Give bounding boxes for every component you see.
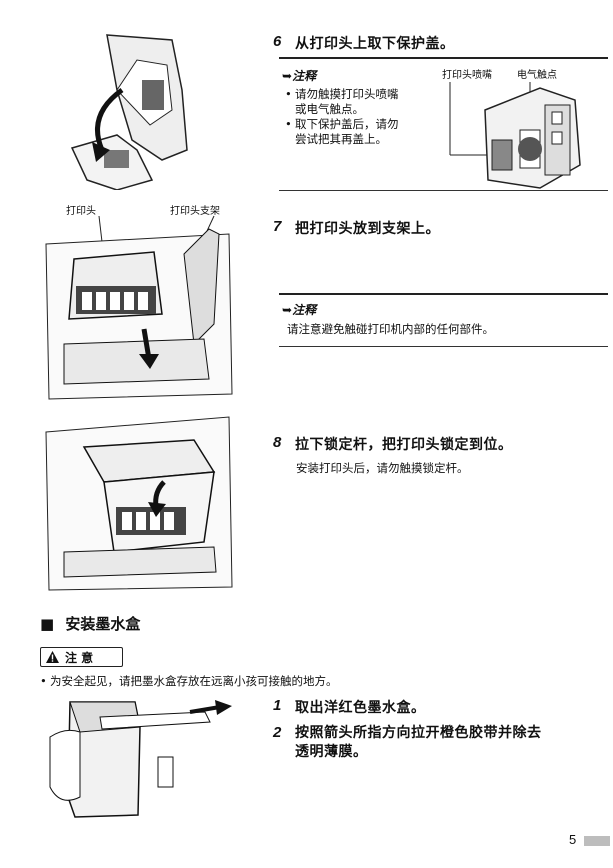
caution-text: 为安全起见，请把墨水盒存放在远离小孩可接触的地方。 <box>40 674 338 689</box>
section-title: 安装墨水盒 <box>65 615 141 633</box>
section-marker: ■ <box>40 615 55 633</box>
illustration-lock-lever <box>44 412 234 592</box>
caution-label: 注 意 <box>65 650 94 665</box>
illustration-remove-cap <box>62 30 212 190</box>
warning-triangle-icon <box>46 651 59 663</box>
illustration-place-printhead <box>44 214 234 404</box>
caution-badge: 注 意 <box>40 647 123 667</box>
section-heading: ■ 安装墨水盒 <box>40 613 140 634</box>
step-6-number: 6 <box>273 33 282 50</box>
note-arrow-icon: ➥ <box>282 303 293 317</box>
step-2-text: 按照箭头所指方向拉开橙色胶带并除去透明薄膜。 <box>295 725 542 760</box>
step-7-text: 把打印头放到支架上。 <box>295 221 440 237</box>
label-printhead-nozzle: 打印头喷嘴 <box>442 70 492 81</box>
note-7-text: 请注意避免触碰打印机内部的任何部件。 <box>287 322 494 336</box>
note-6-heading: ➥注释 <box>282 69 317 83</box>
step-7-number: 7 <box>273 218 282 235</box>
label-electrical-contacts: 电气触点 <box>517 70 557 81</box>
page-number-bar <box>584 836 610 846</box>
note-6-bottom-rule <box>279 190 608 191</box>
step-8-number: 8 <box>273 434 282 451</box>
note-arrow-icon: ➥ <box>282 69 293 83</box>
step-2-number: 2 <box>273 724 282 741</box>
step-8-description: 安装打印头后，请勿触摸锁定杆。 <box>296 461 469 475</box>
step-1-text: 取出洋红色墨水盒。 <box>295 700 426 716</box>
note-7-top-rule <box>279 293 608 295</box>
label-printhead: 打印头 <box>66 206 96 217</box>
caution-item: 为安全起见，请把墨水盒存放在远离小孩可接触的地方。 <box>40 674 338 689</box>
page-number: 5 <box>569 832 577 847</box>
label-printhead-holder: 打印头支架 <box>170 206 220 217</box>
note-7-heading: ➥注释 <box>282 303 317 317</box>
illustration-ink-tank <box>40 697 260 822</box>
step-6-text: 从打印头上取下保护盖。 <box>295 36 455 52</box>
illustration-printhead <box>440 80 608 190</box>
step-1-number: 1 <box>273 697 282 714</box>
note-7-bottom-rule <box>279 346 608 347</box>
note-6-top-rule <box>279 57 608 59</box>
step-8-text: 拉下锁定杆，把打印头锁定到位。 <box>295 437 513 453</box>
